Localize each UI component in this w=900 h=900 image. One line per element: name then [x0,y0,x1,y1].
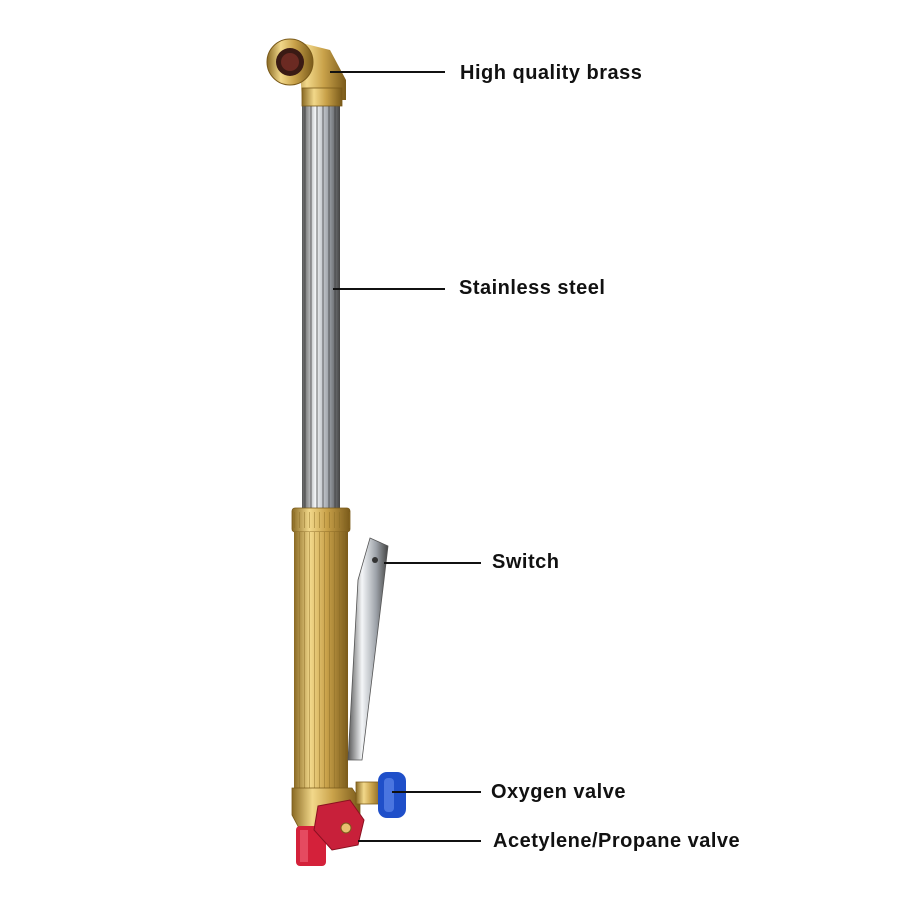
label-high-quality-brass: High quality brass [460,62,643,84]
label-acetylene-propane-valve: Acetylene/Propane valve [493,830,741,852]
switch-lever [347,537,389,761]
label-oxygen-valve: Oxygen valve [491,781,626,803]
label-switch: Switch [492,551,560,573]
stainless-steel-tube [302,100,340,512]
leader-lines [330,71,481,842]
brass-handle [291,507,361,831]
oxygen-valve [355,772,406,818]
brass-head-elbow [266,38,346,107]
label-stainless-steel: Stainless steel [459,277,606,299]
acetylene-valve [296,799,365,866]
